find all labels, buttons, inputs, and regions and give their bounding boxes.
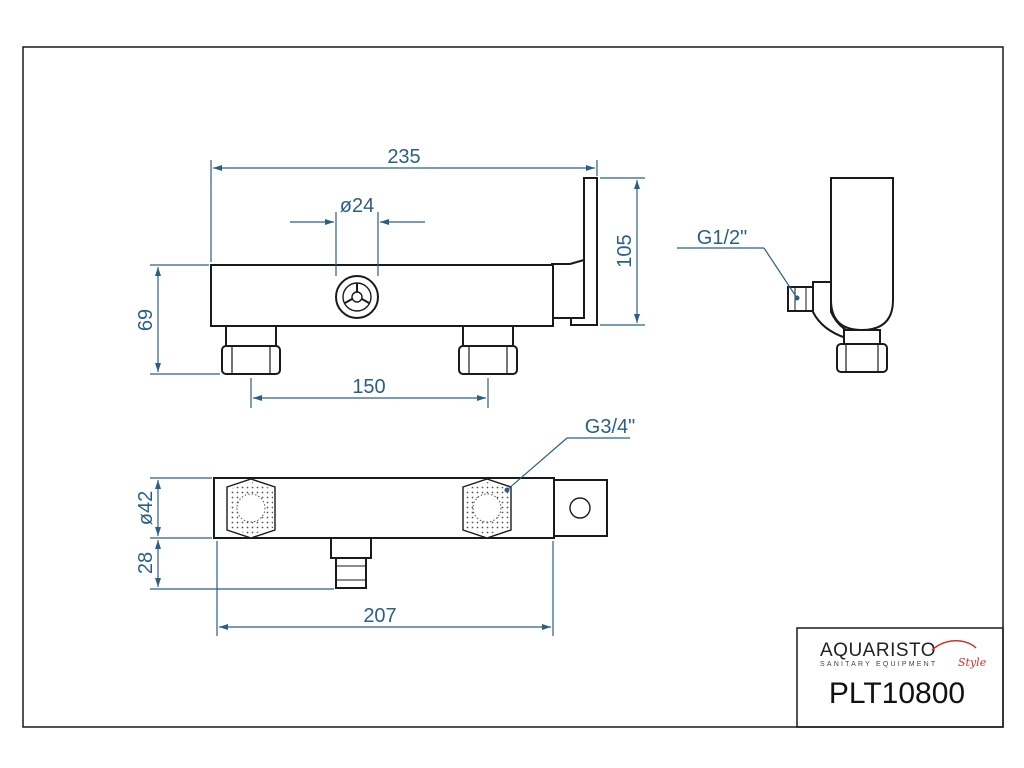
top-view — [213, 477, 608, 589]
label-outlet-thread: G1/2" — [697, 227, 747, 249]
dim-body-height: 69 — [135, 309, 157, 331]
side-handle — [830, 177, 894, 332]
top-outlet-body — [330, 537, 372, 559]
right-inlet-nut — [458, 345, 518, 375]
drawing-border — [22, 46, 1004, 728]
mixer-body — [210, 264, 554, 327]
dim-body-diameter: ø42 — [135, 491, 157, 525]
left-inlet-nut — [221, 345, 281, 375]
dim-body-length: 207 — [363, 605, 396, 627]
left-inlet-stub — [225, 325, 277, 347]
handle-hub — [551, 258, 585, 319]
brand-script: Style — [958, 656, 987, 669]
dim-handle-height: 105 — [614, 234, 636, 267]
product-code: PLT10800 — [829, 677, 965, 710]
side-view — [787, 177, 894, 373]
top-outlet-thread — [335, 557, 367, 589]
dim-button-diameter: ø24 — [340, 195, 374, 217]
side-inlet-nut — [836, 343, 888, 373]
right-inlet-stub — [462, 325, 514, 347]
brand-tagline: SANITARY EQUIPMENT — [820, 661, 937, 668]
title-block: AQUARISTO SANITARY EQUIPMENT Style PLT10… — [796, 627, 1004, 728]
dim-overall-length: 235 — [387, 146, 420, 168]
dim-inlet-spacing: 150 — [352, 376, 385, 398]
dim-outlet-length: 28 — [135, 552, 157, 574]
brand-logo-text: AQUARISTO — [820, 640, 936, 661]
front-view — [210, 177, 598, 375]
brand-swoosh-icon — [931, 640, 977, 651]
label-inlet-thread: G3/4" — [585, 416, 635, 438]
